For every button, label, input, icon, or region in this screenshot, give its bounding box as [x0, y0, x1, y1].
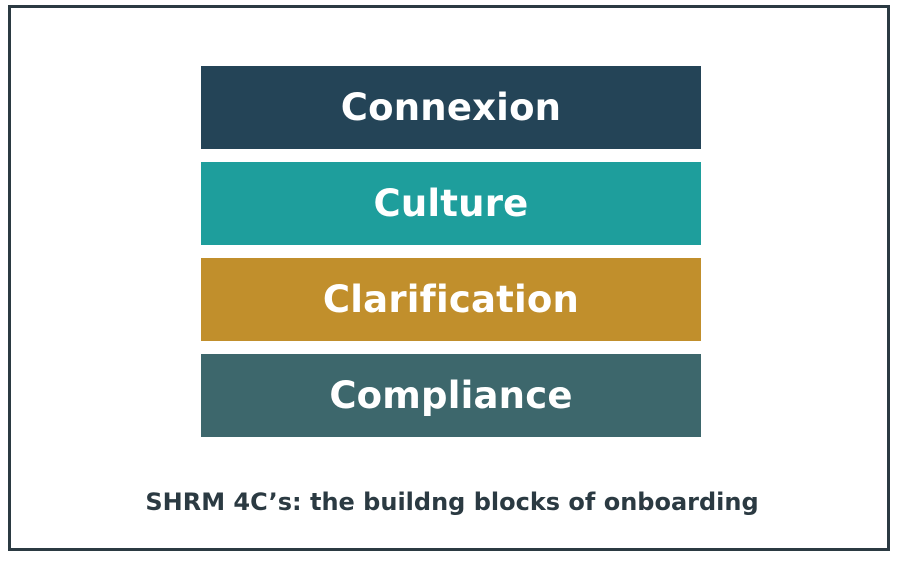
diagram-caption: SHRM 4C’s: the buildng blocks of onboard…	[145, 488, 759, 516]
block-compliance: Compliance	[201, 354, 701, 437]
block-clarification: Clarification	[201, 258, 701, 341]
building-blocks-stack: Connexion Culture Clarification Complian…	[201, 66, 701, 437]
block-connexion: Connexion	[201, 66, 701, 149]
block-culture: Culture	[201, 162, 701, 245]
